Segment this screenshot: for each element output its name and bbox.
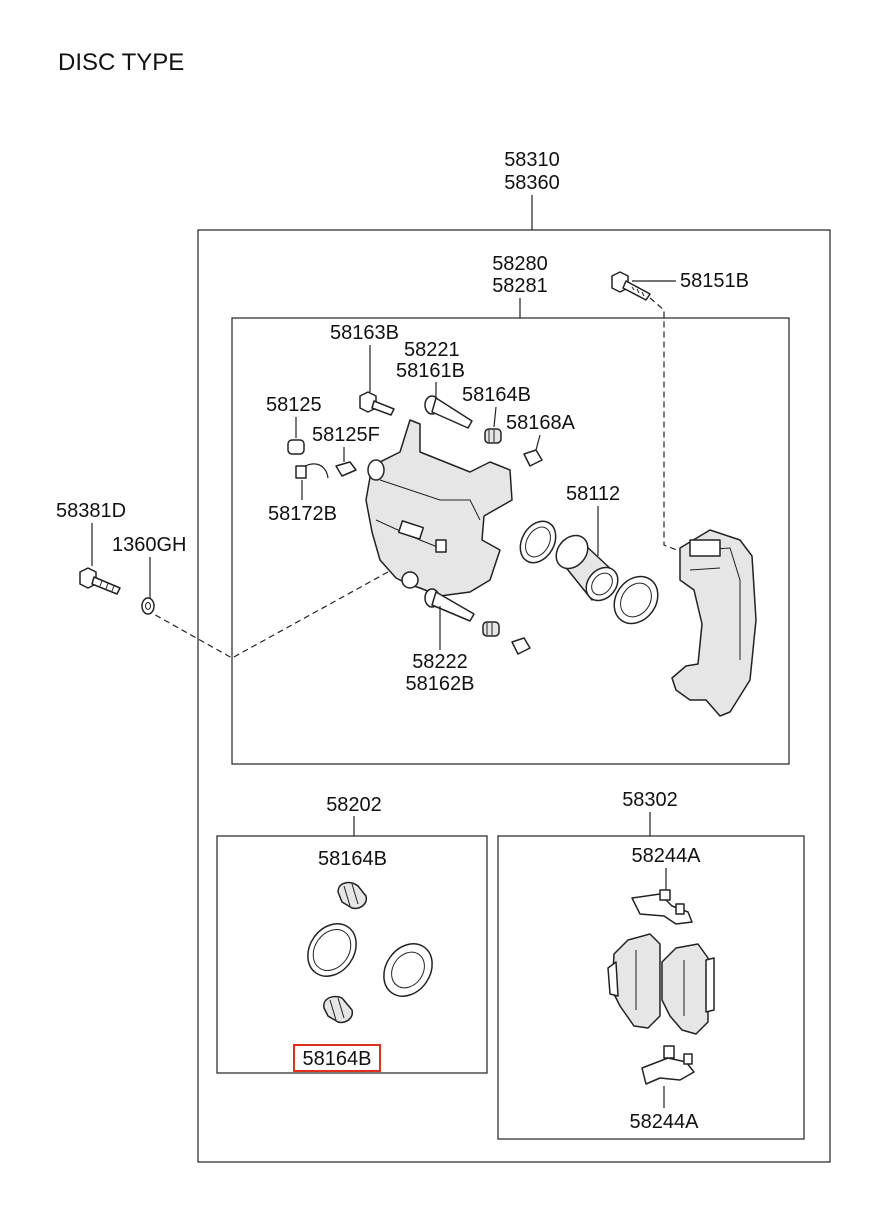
label-58164b-upper[interactable]: 58164B [462,384,531,406]
label-58125[interactable]: 58125 [266,394,322,416]
caliper-body-icon [365,419,513,597]
label-58302[interactable]: 58302 [622,789,678,811]
dashed-leader-mount [149,571,389,659]
anti-rattle-clip-upper-icon [631,889,693,925]
label-58310[interactable]: 58310 [504,149,560,171]
hose-clip-icon [295,463,329,479]
caliper-carrier-icon [671,529,757,717]
label-58280[interactable]: 58280 [492,253,548,275]
label-58281[interactable]: 58281 [492,275,548,297]
label-58244a-lower[interactable]: 58244A [630,1111,700,1133]
label-58125f[interactable]: 58125F [312,424,380,446]
caliper-frame [231,317,790,765]
outer-assembly-frame [197,229,831,1163]
leader-58164b-upper [493,406,497,428]
seal-kit-frame [216,835,488,1074]
washer-icon [141,597,155,615]
dust-boot-icon [613,575,659,625]
label-58161b[interactable]: 58161B [396,360,465,382]
boot-lower-icon [482,621,500,637]
kit-seal-ring-icon [307,923,357,977]
dashed-leader-58151b [649,297,683,553]
anti-rattle-clip-lower-icon [641,1045,695,1085]
piston-icon [555,534,619,602]
label-58163b[interactable]: 58163B [330,322,399,344]
brake-pads-icon [607,933,715,1035]
label-58202[interactable]: 58202 [326,794,382,816]
leader-58168a [535,434,541,451]
bolt-58151b-icon [611,271,651,301]
label-1360gh[interactable]: 1360GH [112,534,187,556]
bleeder-screw-icon [335,461,357,477]
bleeder-cap-icon [287,439,305,455]
label-58164b-kit-lower[interactable]: 58164B [303,1048,372,1070]
label-58151b[interactable]: 58151B [680,270,749,292]
label-58381d[interactable]: 58381D [56,500,126,522]
label-58162b[interactable]: 58162B [406,673,475,695]
label-58168a[interactable]: 58168A [506,412,576,434]
sleeve-lower-icon [511,637,531,655]
bolt-58381d-icon [79,567,121,595]
kit-boot-upper-icon [337,881,368,910]
piston-seal-icon [519,520,557,564]
sleeve-upper-icon [523,449,543,467]
guide-pin-upper-icon [424,395,473,429]
kit-dust-boot-icon [383,943,433,997]
kit-boot-lower-icon [323,995,354,1024]
label-58164b-kit-upper[interactable]: 58164B [318,848,387,870]
bolt-58163b-icon [359,391,395,416]
guide-pin-lower-icon [424,588,475,622]
label-58221[interactable]: 58221 [404,339,460,361]
diagram-title: DISC TYPE [58,49,184,76]
boot-upper-icon [484,428,502,444]
label-58112[interactable]: 58112 [566,483,620,505]
label-58222[interactable]: 58222 [412,651,468,673]
pad-kit-frame [497,835,805,1140]
label-58244a-upper[interactable]: 58244A [632,845,702,867]
highlight-box [293,1044,381,1072]
label-58172b[interactable]: 58172B [268,503,337,525]
label-58360[interactable]: 58360 [504,172,560,194]
